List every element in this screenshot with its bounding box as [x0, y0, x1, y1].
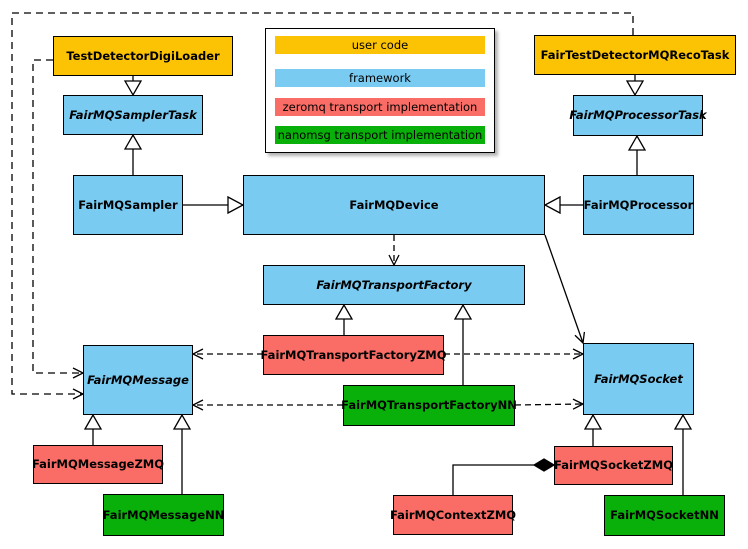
inheritance-socketzmq-socket — [583, 413, 603, 446]
legend-item-nanomsg: nanomsg transport implementation — [275, 126, 485, 144]
legend-item-framework: framework — [275, 69, 485, 87]
dependency-recotask-message — [11, 12, 634, 400]
class-box-fairmqsocketzmq: FairMQSocketZMQ — [554, 446, 673, 485]
composition-contextzmq-socketzmq — [452, 458, 556, 495]
inheritance-digiloader-samplertask — [123, 76, 143, 97]
class-box-fairmqtransportfactoryzmq: FairMQTransportFactoryZMQ — [261, 335, 447, 375]
class-box-fairmqcontextzmq: FairMQContextZMQ — [390, 495, 516, 535]
class-box-fairmqmessagenn: FairMQMessageNN — [103, 494, 224, 536]
class-box-fairmqsocket: FairMQSocket — [583, 343, 694, 415]
class-box-fairmqsampler: FairMQSampler — [73, 175, 183, 235]
class-box-fairmqmessagezmq: FairMQMessageZMQ — [32, 445, 164, 484]
class-box-fairmqtransportfactory: FairMQTransportFactory — [263, 265, 525, 305]
inheritance-recotask-processortask — [625, 75, 645, 97]
inheritance-processor-processortask — [627, 134, 647, 175]
class-box-fairmqsocketnn: FairMQSocketNN — [604, 495, 725, 536]
legend-item-user-code: user code — [275, 36, 485, 54]
class-box-fairmqprocessortask: FairMQProcessorTask — [569, 95, 707, 136]
class-box-fairtestdetectormqrecotask: FairTestDetectorMQRecoTask — [534, 35, 736, 75]
legend: user code framework zeromq transport imp… — [265, 28, 495, 153]
class-box-fairmqsamplertask: FairMQSamplerTask — [63, 95, 203, 135]
association-device-socket — [544, 234, 586, 345]
inheritance-factoryzmq-factory — [334, 303, 354, 335]
inheritance-messagenn-message — [172, 413, 192, 494]
inheritance-sampler-device — [183, 195, 245, 215]
inheritance-socketnn-socket — [673, 413, 693, 495]
dependency-factorynn-socket — [514, 398, 585, 410]
inheritance-factorynn-factory — [453, 303, 473, 385]
inheritance-messagezmq-message — [83, 413, 103, 445]
class-box-fairmqtransportfactorynn: FairMQTransportFactoryNN — [341, 385, 517, 426]
inheritance-sampler-samplertask — [123, 133, 143, 175]
inheritance-processor-device — [543, 195, 583, 215]
class-box-fairmqdevice: FairMQDevice — [243, 175, 545, 235]
class-box-fairmqmessage: FairMQMessage — [83, 345, 193, 415]
class-box-testdetectordigiloader: TestDetectorDigiLoader — [53, 36, 233, 76]
legend-item-zeromq: zeromq transport implementation — [275, 98, 485, 116]
class-box-fairmqprocessor: FairMQProcessor — [583, 175, 694, 235]
